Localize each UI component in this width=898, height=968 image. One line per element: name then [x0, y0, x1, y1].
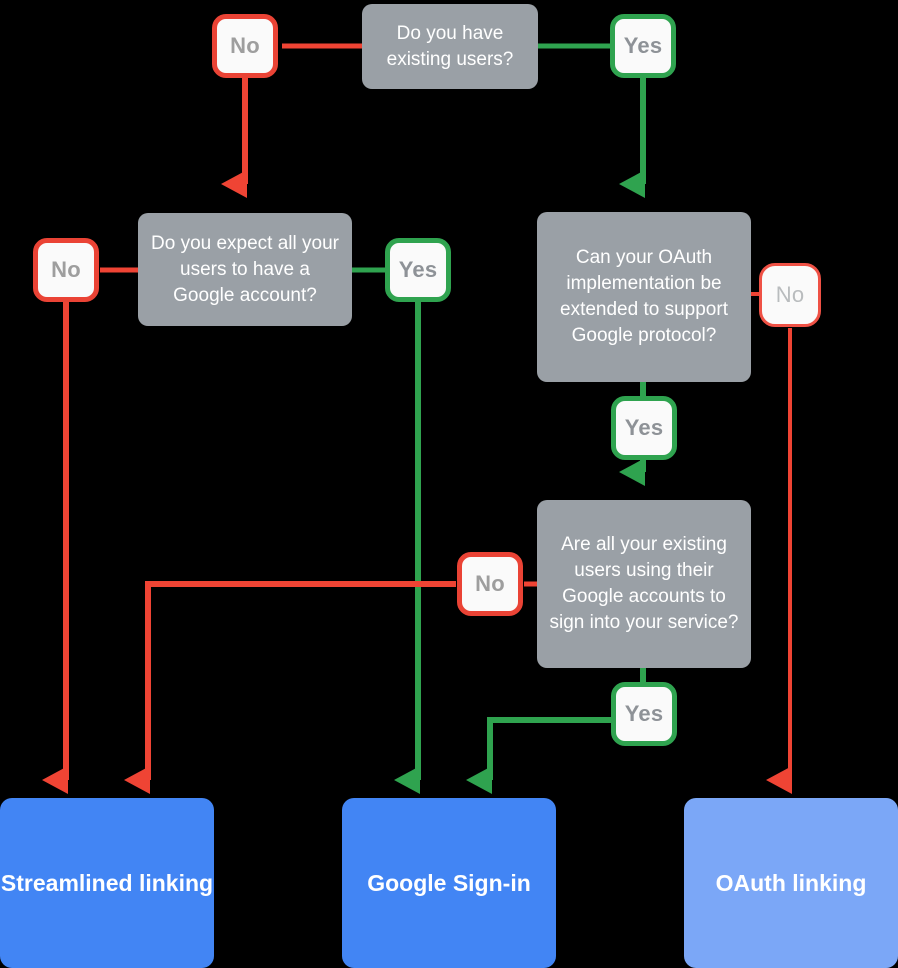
edge-q4no-to-streamlined	[124, 581, 456, 794]
question-box-oauth-extendable[interactable]: Can your OAuth implementation be extende…	[537, 212, 751, 382]
label-no-q1[interactable]: No	[212, 14, 278, 78]
label-no-q4[interactable]: No	[457, 552, 523, 616]
result-box-google-signin[interactable]: Google Sign-in	[342, 798, 556, 968]
question-box-existing-users[interactable]: Do you have existing users?	[362, 4, 538, 89]
label-text: No	[475, 571, 505, 596]
label-text: Yes	[398, 257, 438, 282]
label-text: Yes	[623, 33, 663, 58]
edge-q4yes-to-googlesignin	[466, 717, 612, 794]
question-box-google-account[interactable]: Do you expect all your users to have a G…	[138, 213, 352, 326]
question-text: Are all your existing users using their …	[549, 534, 739, 633]
question-text: Do you expect all your users to have a G…	[151, 232, 339, 306]
label-text: Yes	[624, 415, 664, 440]
label-yes-q4[interactable]: Yes	[611, 682, 677, 746]
label-no-q3[interactable]: No	[759, 263, 821, 327]
result-box-oauth-linking[interactable]: OAuth linking	[684, 798, 898, 968]
question-text: Can your OAuth implementation be extende…	[560, 247, 728, 346]
label-yes-q1[interactable]: Yes	[610, 14, 676, 78]
result-text: Google Sign-in	[367, 869, 531, 896]
question-text: Do you have existing users?	[386, 22, 514, 70]
label-text: No	[230, 33, 260, 58]
result-text: OAuth linking	[715, 869, 867, 896]
result-text: Streamlined linking	[0, 869, 214, 896]
label-text: No	[51, 257, 81, 282]
label-no-q2[interactable]: No	[33, 238, 99, 302]
label-yes-q3[interactable]: Yes	[611, 396, 677, 460]
label-text: No	[775, 282, 805, 307]
question-box-users-google-accounts[interactable]: Are all your existing users using their …	[537, 500, 751, 668]
result-box-streamlined-linking[interactable]: Streamlined linking	[0, 798, 214, 968]
label-yes-q2[interactable]: Yes	[385, 238, 451, 302]
label-text: Yes	[624, 701, 664, 726]
